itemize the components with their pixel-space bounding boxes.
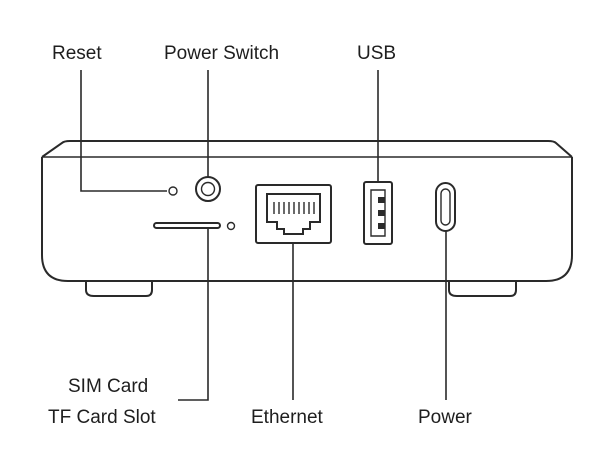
ethernet-contacts: [273, 202, 315, 214]
left-foot: [85, 281, 153, 297]
label-power-switch: Power Switch: [164, 43, 279, 64]
usb-port: [363, 181, 393, 245]
label-tf-card-slot: TF Card Slot: [48, 407, 156, 428]
device-body: [41, 140, 573, 282]
reset-leader: [80, 70, 167, 192]
label-usb: USB: [357, 43, 396, 64]
ethernet-port: [255, 184, 332, 244]
power-switch-button: [195, 176, 221, 202]
card-slot: [153, 221, 236, 231]
card-slot-leader: [178, 228, 209, 401]
device-feet: [85, 281, 517, 297]
label-reset: Reset: [52, 43, 102, 64]
right-foot: [448, 281, 517, 297]
reset-pinhole: [168, 186, 178, 196]
label-power: Power: [418, 407, 473, 428]
label-sim-card: SIM Card: [68, 376, 148, 397]
leader-lines: [80, 70, 447, 401]
label-ethernet: Ethernet: [251, 407, 324, 428]
power-port: [435, 182, 456, 232]
